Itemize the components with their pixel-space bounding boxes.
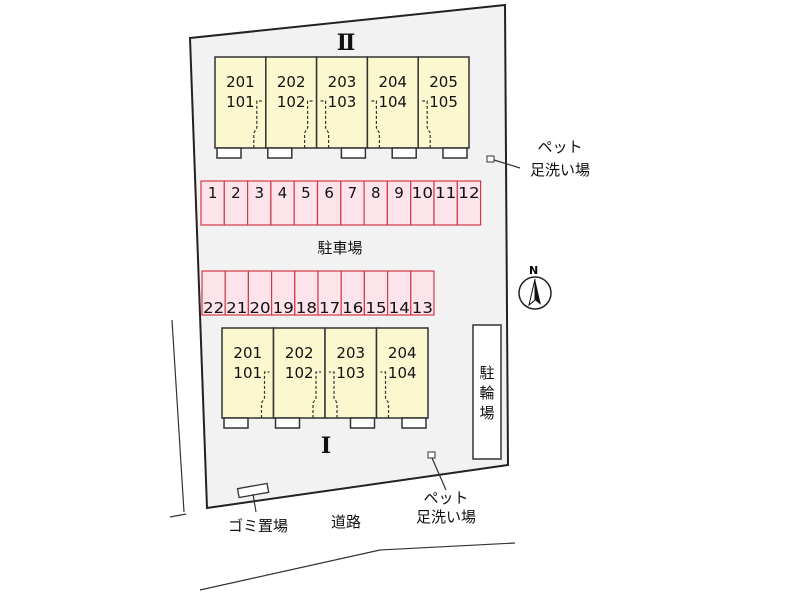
compass-icon: N bbox=[518, 264, 552, 310]
garbage-label: ゴミ置場 bbox=[228, 517, 288, 535]
unit-lower-number: 102 bbox=[277, 93, 306, 111]
pet-wash-bottom-leader bbox=[431, 457, 447, 491]
stair-outline bbox=[312, 371, 321, 418]
unit-upper-number: 202 bbox=[277, 73, 306, 91]
stair-outline bbox=[329, 371, 338, 418]
unit-lower-number: 103 bbox=[336, 364, 365, 382]
stair-outline bbox=[380, 371, 390, 418]
unit-lower-number: 101 bbox=[226, 93, 255, 111]
pet-wash-top-leader bbox=[493, 159, 521, 169]
unit-lower-number: 105 bbox=[429, 93, 458, 111]
unit-upper-number: 203 bbox=[328, 73, 357, 91]
pet-wash-bottom-line1: ペット bbox=[423, 489, 468, 507]
bicycle-parking-char: 場 bbox=[479, 404, 494, 422]
parking-space-number: 2 bbox=[231, 184, 241, 202]
unit-lower-number: 101 bbox=[233, 364, 262, 382]
pet-wash-top-line1: ペット bbox=[537, 138, 582, 156]
parking-label: 駐車場 bbox=[317, 239, 362, 257]
unit-upper-number: 202 bbox=[285, 344, 314, 362]
stair-outline bbox=[371, 100, 380, 148]
garbage-leader bbox=[252, 493, 257, 513]
parking-space-number: 14 bbox=[389, 299, 410, 317]
unit-upper-number: 204 bbox=[388, 344, 417, 362]
parking-space-number: 5 bbox=[301, 184, 311, 202]
entrance-porch bbox=[401, 417, 427, 429]
stair-outline bbox=[422, 100, 431, 148]
entrance-porch bbox=[340, 147, 367, 159]
pet-wash-top-line2: 足洗い場 bbox=[530, 161, 590, 179]
entrance-porch bbox=[442, 147, 468, 159]
road-edge-bottom bbox=[199, 542, 516, 591]
pet-wash-top-marker bbox=[486, 155, 495, 163]
unit-lower-number: 104 bbox=[378, 93, 407, 111]
parking-space-number: 6 bbox=[324, 184, 334, 202]
entrance-porch bbox=[391, 147, 417, 159]
building-1-label: Ⅰ bbox=[321, 433, 331, 459]
road-label: 道路 bbox=[331, 513, 361, 531]
parking-space-number: 8 bbox=[371, 184, 381, 202]
parking-space-number: 19 bbox=[273, 299, 294, 317]
parking-space-number: 17 bbox=[319, 299, 340, 317]
stair-outline bbox=[260, 371, 270, 418]
pet-wash-bottom-marker bbox=[427, 451, 436, 459]
parking-space bbox=[410, 270, 435, 316]
entrance-porch bbox=[267, 147, 293, 159]
parking-space-number: 10 bbox=[412, 184, 433, 202]
parking-space-number: 11 bbox=[435, 184, 456, 202]
unit-upper-number: 201 bbox=[226, 73, 255, 91]
unit-upper-number: 204 bbox=[378, 73, 407, 91]
garbage-area bbox=[236, 482, 270, 499]
bicycle-parking bbox=[472, 324, 502, 460]
road-edge-left bbox=[171, 319, 185, 513]
parking-space-number: 22 bbox=[203, 299, 224, 317]
entrance-porch bbox=[274, 417, 301, 429]
parking-space-number: 12 bbox=[458, 184, 479, 202]
parking-space-number: 4 bbox=[278, 184, 288, 202]
stair-outline bbox=[304, 100, 313, 148]
parking-space-number: 16 bbox=[342, 299, 363, 317]
unit-upper-number: 201 bbox=[233, 344, 262, 362]
building-2-label: Ⅱ bbox=[337, 30, 356, 56]
entrance-porch bbox=[223, 417, 249, 429]
unit-upper-number: 203 bbox=[336, 344, 365, 362]
parking-space-number: 15 bbox=[365, 299, 386, 317]
bicycle-parking-char: 輪 bbox=[479, 384, 494, 402]
road-edge-left-short bbox=[169, 513, 187, 518]
stair-outline bbox=[253, 100, 262, 148]
parking-space-number: 9 bbox=[394, 184, 404, 202]
bicycle-parking-char: 駐 bbox=[479, 364, 494, 382]
unit-lower-number: 103 bbox=[328, 93, 357, 111]
unit-upper-number: 205 bbox=[429, 73, 458, 91]
entrance-porch bbox=[216, 147, 242, 159]
parking-space bbox=[456, 180, 482, 226]
stair-outline bbox=[320, 100, 330, 148]
parking-space-number: 21 bbox=[226, 299, 247, 317]
compass-north-label: N bbox=[529, 264, 538, 277]
pet-wash-bottom-line2: 足洗い場 bbox=[416, 508, 476, 526]
parking-space-number: 3 bbox=[254, 184, 264, 202]
parking-space-number: 13 bbox=[412, 299, 433, 317]
unit-lower-number: 104 bbox=[388, 364, 417, 382]
unit-lower-number: 102 bbox=[285, 364, 314, 382]
parking-space-number: 18 bbox=[296, 299, 317, 317]
parking-space-number: 1 bbox=[208, 184, 218, 202]
parking-space-number: 20 bbox=[249, 299, 270, 317]
entrance-porch bbox=[349, 417, 376, 429]
parking-space-number: 7 bbox=[348, 184, 358, 202]
